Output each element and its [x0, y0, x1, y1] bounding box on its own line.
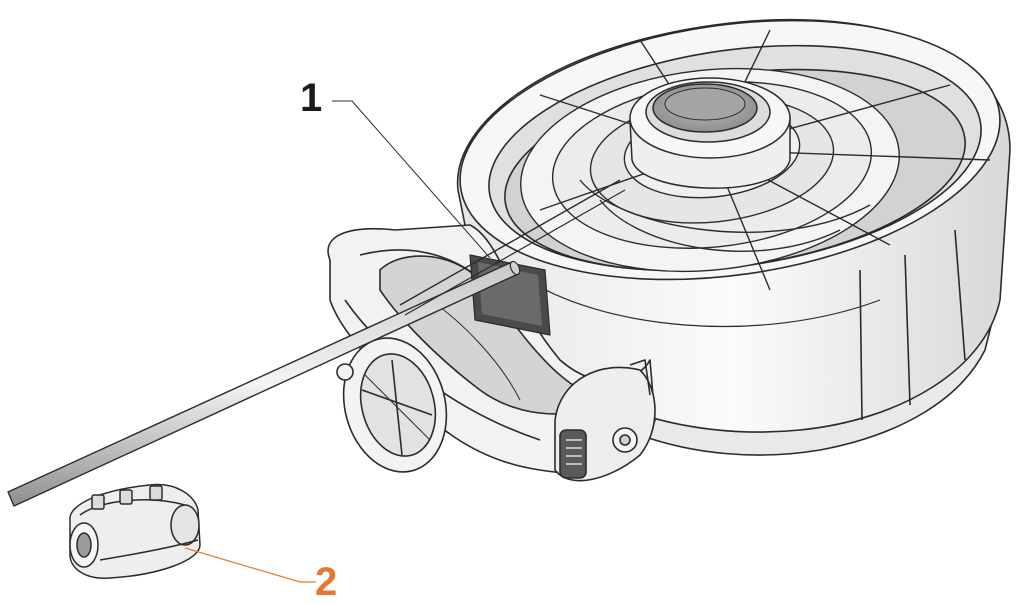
- latch-assembly: [554, 359, 656, 482]
- leader-line-2: [184, 547, 316, 583]
- spool-hub: [629, 77, 791, 189]
- side-bracket: [336, 337, 448, 473]
- callout-number-2: 2: [315, 560, 338, 604]
- leader-line-1: [332, 100, 491, 259]
- ferrite-clip: [69, 483, 201, 579]
- callout-number-1: 1: [300, 76, 323, 120]
- grip-ridges: [559, 429, 587, 479]
- cable-rod: [7, 179, 626, 507]
